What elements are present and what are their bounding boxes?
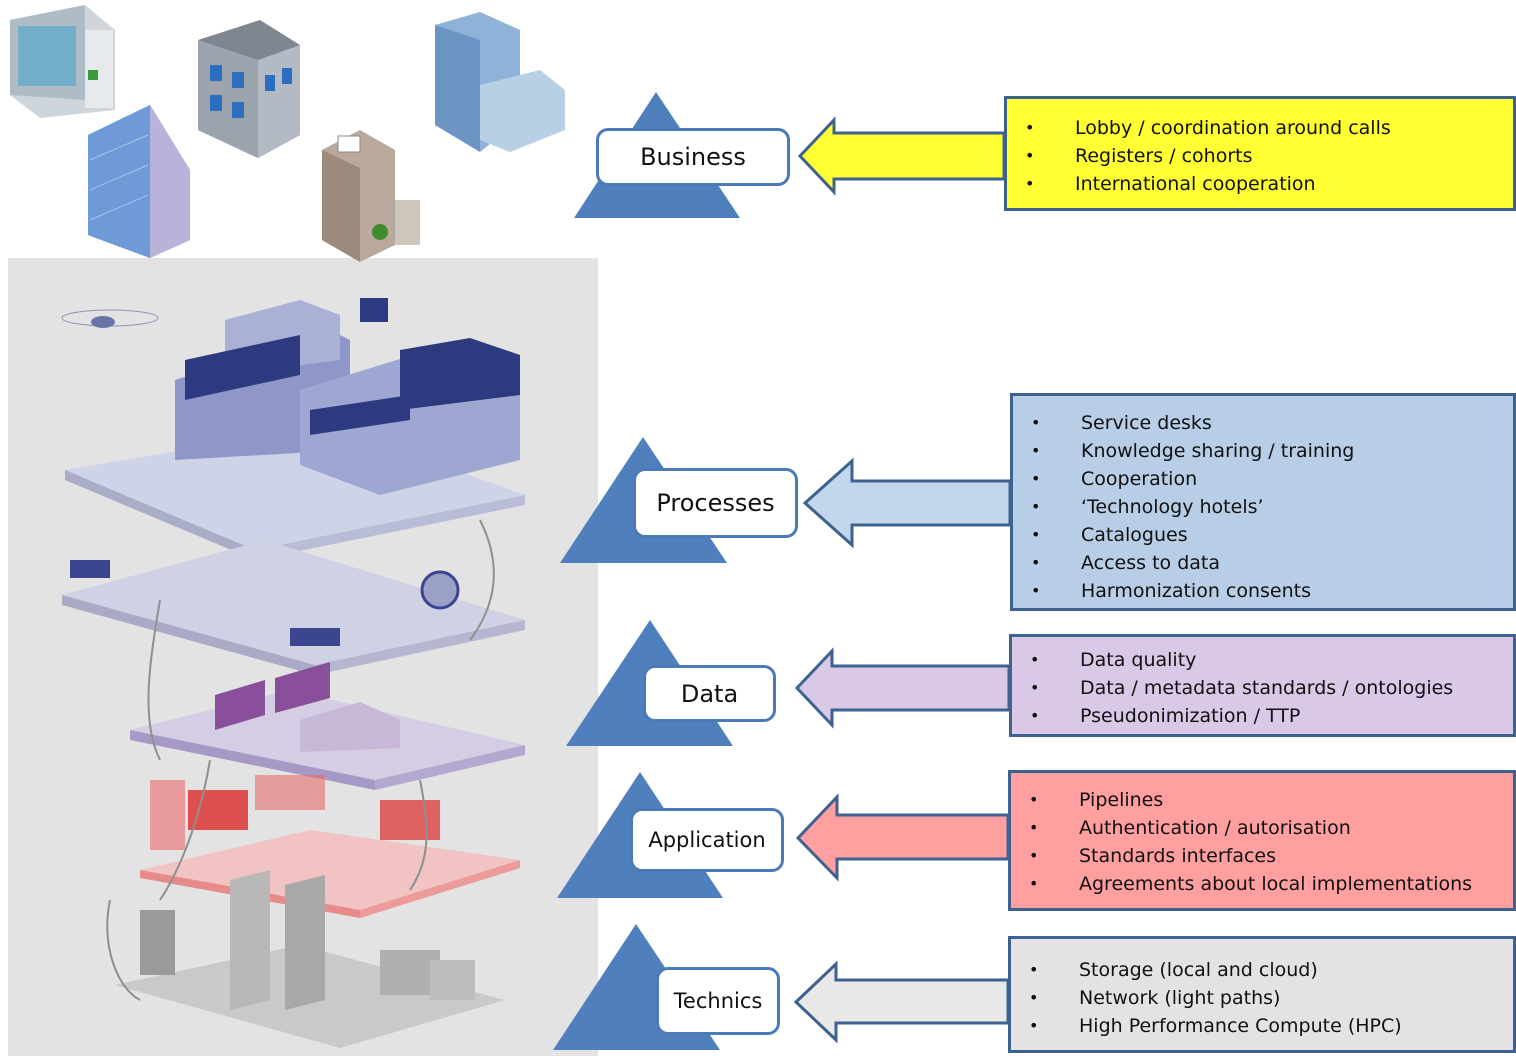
list-item: •Network (light paths) [1029, 987, 1281, 1009]
list-item: •Registers / cohorts [1025, 145, 1253, 167]
building-icon-hospital-small [10, 5, 115, 118]
list-item: •Pseudonimization / TTP [1030, 705, 1301, 727]
list-item: •Cooperation [1031, 468, 1198, 490]
list-item: •Standards interfaces [1029, 845, 1277, 867]
application-label: Application [630, 808, 784, 872]
business-arrow [797, 116, 1006, 196]
list-item: •Pipelines [1029, 789, 1164, 811]
technics-label: Technics [656, 967, 780, 1035]
building-icon-blue-tower [435, 12, 565, 152]
floor-data [130, 662, 525, 790]
helicopter-icon [61, 309, 159, 328]
list-item: •Storage (local and cloud) [1029, 959, 1318, 981]
building-icon-office [198, 20, 300, 158]
data-box: •Data quality •Data / metadata standards… [1009, 634, 1516, 737]
list-item: •Authentication / autorisation [1029, 817, 1351, 839]
list-item: •Service desks [1031, 412, 1212, 434]
list-item: •‘Technology hotels’ [1031, 496, 1264, 518]
list-item: •Lobby / coordination around calls [1025, 117, 1391, 139]
technics-box: •Storage (local and cloud) •Network (lig… [1008, 936, 1516, 1053]
layer-pyramids [553, 92, 740, 1050]
list-item: •Access to data [1031, 552, 1220, 574]
list-item: •International cooperation [1025, 173, 1316, 195]
business-label: Business [596, 128, 790, 186]
building-icon-hospital-tower [322, 130, 420, 262]
building-icon-glass-tower [88, 105, 190, 258]
list-item: •Catalogues [1031, 524, 1188, 546]
processes-arrow [802, 457, 1012, 549]
business-box: •Lobby / coordination around calls •Regi… [1004, 96, 1516, 211]
application-arrow [795, 793, 1010, 882]
list-item: •Knowledge sharing / training [1031, 440, 1355, 462]
floor-technics [115, 870, 505, 1048]
application-box: •Pipelines •Authentication / autorisatio… [1008, 770, 1516, 911]
floor-application [140, 775, 520, 918]
processes-box: •Service desks •Knowledge sharing / trai… [1010, 393, 1516, 611]
floor-processes [62, 540, 525, 675]
list-item: •High Performance Compute (HPC) [1029, 1015, 1402, 1037]
list-item: •Data quality [1030, 649, 1197, 671]
list-item: •Data / metadata standards / ontologies [1030, 677, 1454, 699]
list-item: •Agreements about local implementations [1029, 873, 1473, 895]
floor-business [65, 298, 525, 560]
cable-lines [106, 519, 495, 1001]
processes-label: Processes [633, 468, 798, 538]
data-label: Data [643, 665, 776, 722]
technics-arrow [793, 960, 1010, 1044]
list-item: •Harmonization consents [1031, 580, 1312, 602]
data-arrow [794, 647, 1011, 729]
